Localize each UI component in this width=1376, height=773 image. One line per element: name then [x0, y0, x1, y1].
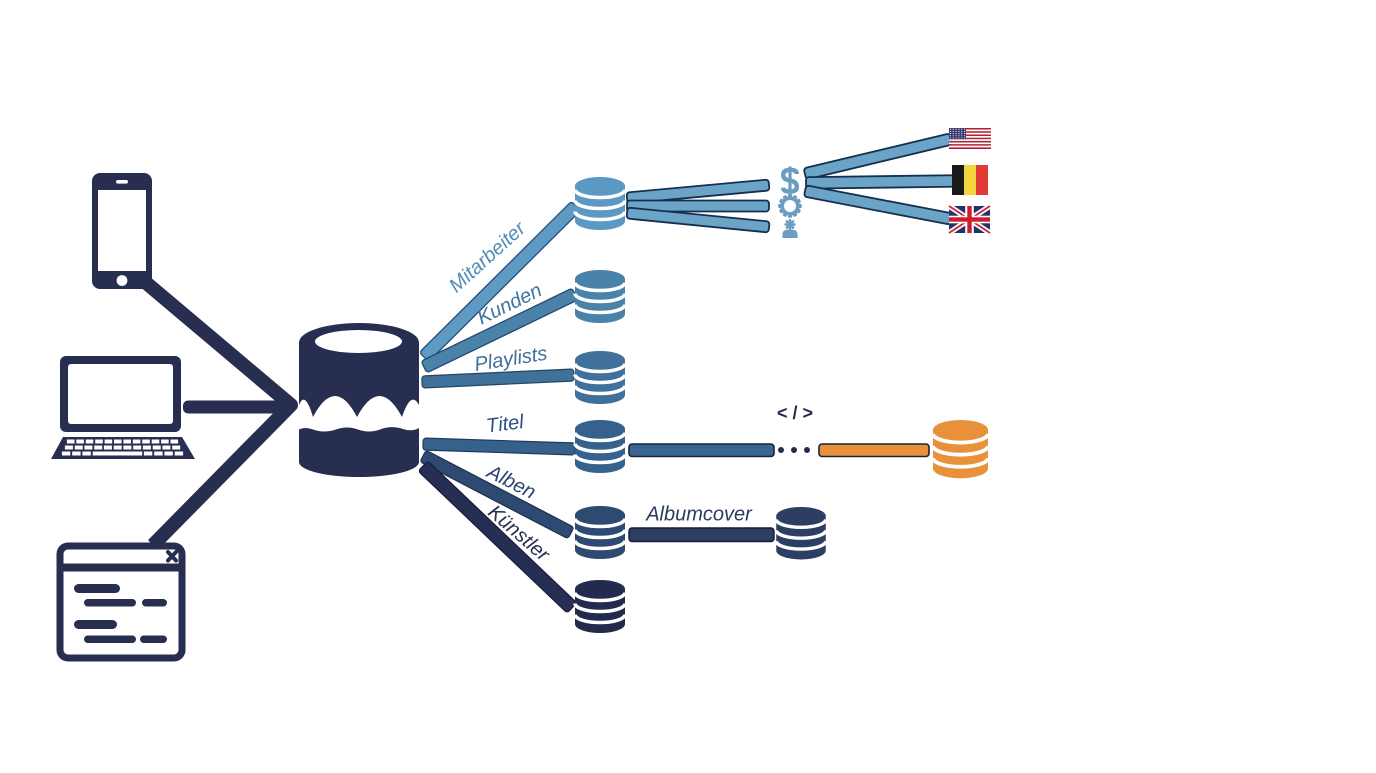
- svg-text:< / >: < / >: [777, 403, 813, 423]
- svg-text:Albumcover: Albumcover: [645, 503, 753, 525]
- svg-text:Titel: Titel: [485, 411, 526, 437]
